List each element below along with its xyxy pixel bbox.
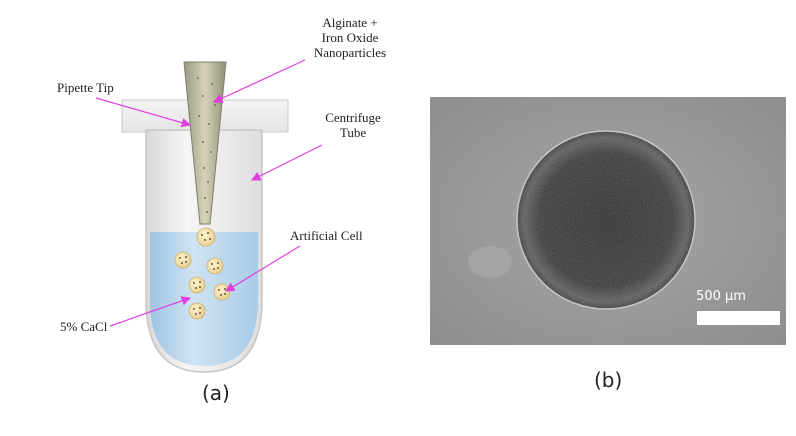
forming-droplet: [196, 227, 216, 247]
label-centrifuge-tube: Centrifuge Tube: [325, 110, 381, 140]
arrow-centrifuge-tube: [250, 144, 323, 181]
arrow-pipette-tip: [95, 97, 192, 128]
artificial-cell: [213, 283, 231, 301]
label-cacl: 5% CaCl: [60, 319, 108, 334]
artificial-cell: [188, 276, 206, 294]
diagram-panel-a: [95, 59, 323, 373]
label-artificial-cell: Artificial Cell: [290, 228, 363, 243]
micrograph-image: [430, 97, 786, 345]
artificial-cell: [174, 251, 192, 269]
scale-bar-label: 500 μm: [696, 289, 746, 304]
artificial-cell: [206, 257, 224, 275]
arrow-artificial-cell: [224, 245, 301, 292]
micrograph-panel-b: 500 μm: [430, 97, 786, 345]
artificial-cells: [174, 251, 231, 320]
label-pipette-tip: Pipette Tip: [57, 80, 114, 95]
arrow-alginate: [212, 59, 306, 103]
label-alginate: Alginate + Iron Oxide Nanoparticles: [313, 15, 387, 60]
scale-bar: [697, 311, 780, 325]
artificial-cell: [188, 302, 206, 320]
caption-a: (a): [202, 381, 230, 405]
caption-b: (b): [594, 368, 623, 392]
cacl-solution: [150, 232, 258, 366]
centrifuge-tube: [121, 99, 289, 373]
arrow-cacl: [109, 296, 192, 327]
